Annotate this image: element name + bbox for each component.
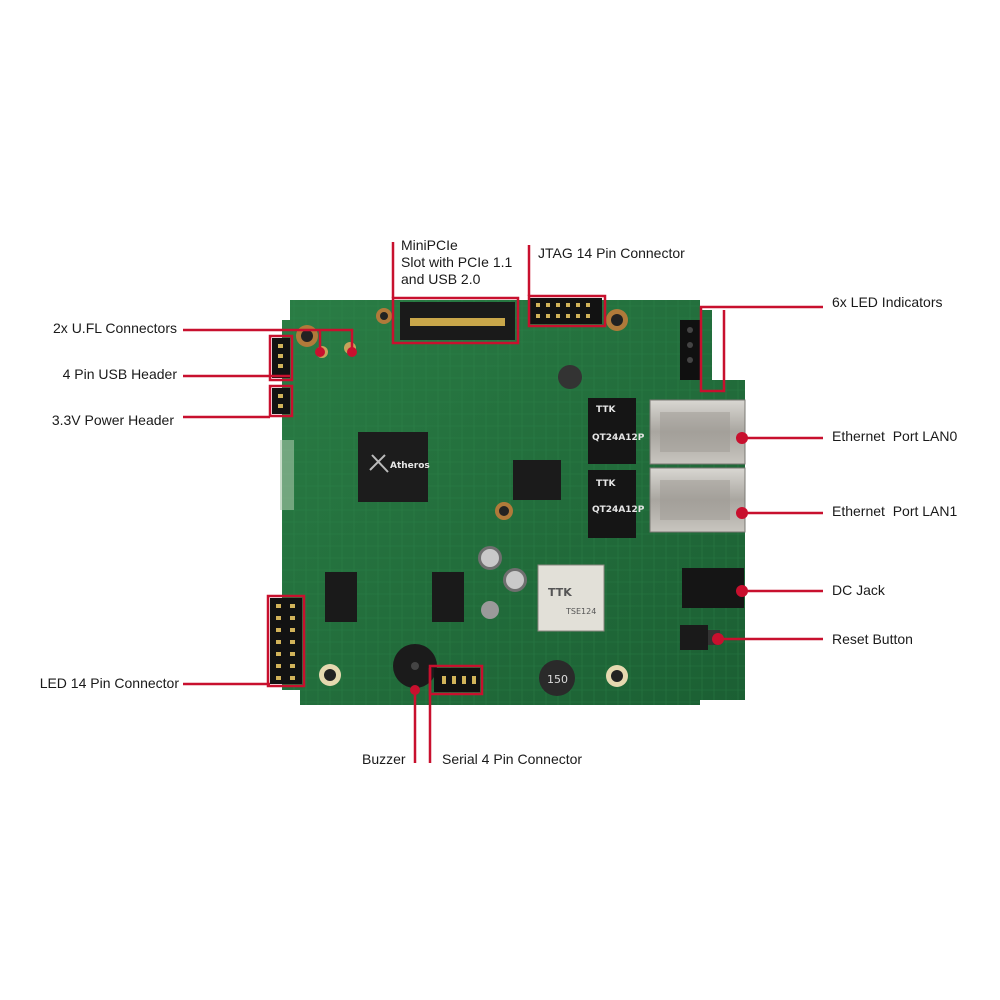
label-ufl: 2x U.FL Connectors bbox=[53, 320, 177, 336]
led-14-pin-header bbox=[270, 598, 302, 684]
label-jtag: JTAG 14 Pin Connector bbox=[538, 245, 685, 261]
usb-header bbox=[272, 338, 290, 378]
atheros-soc: Atheros bbox=[358, 432, 430, 502]
callouts bbox=[183, 242, 823, 763]
label-dc-jack: DC Jack bbox=[832, 582, 885, 598]
label-led-indicators: 6x LED Indicators bbox=[832, 294, 943, 310]
label-eth-lan0: Ethernet Port LAN0 bbox=[832, 428, 958, 444]
transformer2-brand: TTK bbox=[596, 479, 616, 489]
label-eth-lan1: Ethernet Port LAN1 bbox=[832, 503, 958, 519]
transformer1-brand: TTK bbox=[596, 405, 616, 415]
dc-jack bbox=[682, 568, 744, 608]
ram-chips bbox=[325, 572, 464, 622]
minipcie-slot bbox=[400, 302, 515, 340]
label-usb-header: 4 Pin USB Header bbox=[62, 366, 177, 382]
label-led14: LED 14 Pin Connector bbox=[39, 675, 179, 691]
inductor: 150 bbox=[539, 660, 575, 696]
power-header bbox=[272, 388, 290, 414]
callout-dots bbox=[315, 347, 748, 695]
inductor-marking: 150 bbox=[547, 673, 568, 686]
label-power-header: 3.3V Power Header bbox=[51, 412, 174, 428]
label-reset: Reset Button bbox=[832, 631, 913, 647]
label-buzzer: Buzzer bbox=[362, 751, 406, 767]
jtag-header bbox=[530, 298, 602, 324]
psu-brand: TTK bbox=[548, 586, 572, 599]
soc-marking: Atheros bbox=[390, 461, 430, 471]
transformer2-code: QT24A12P bbox=[592, 505, 645, 515]
serial-header bbox=[434, 668, 480, 692]
psu-transformer: TTK TSE124 bbox=[537, 564, 605, 632]
ethernet-port-lan1 bbox=[649, 467, 746, 533]
magnetics-transformer-2: TTK QT24A12P bbox=[588, 470, 645, 538]
transformer1-code: QT24A12P bbox=[592, 433, 645, 443]
label-serial: Serial 4 Pin Connector bbox=[442, 751, 583, 767]
psu-code: TSE124 bbox=[565, 607, 596, 616]
mounting-holes bbox=[296, 308, 628, 687]
buzzer bbox=[393, 644, 437, 688]
led-indicators bbox=[680, 320, 700, 380]
ethernet-port-lan0 bbox=[649, 399, 746, 465]
capacitors bbox=[478, 365, 582, 619]
label-minipcie: MiniPCIe Slot with PCIe 1.1 and USB 2.0 bbox=[401, 237, 513, 287]
magnetics-transformer-1: TTK QT24A12P bbox=[588, 398, 645, 464]
switch-chip bbox=[513, 460, 561, 500]
